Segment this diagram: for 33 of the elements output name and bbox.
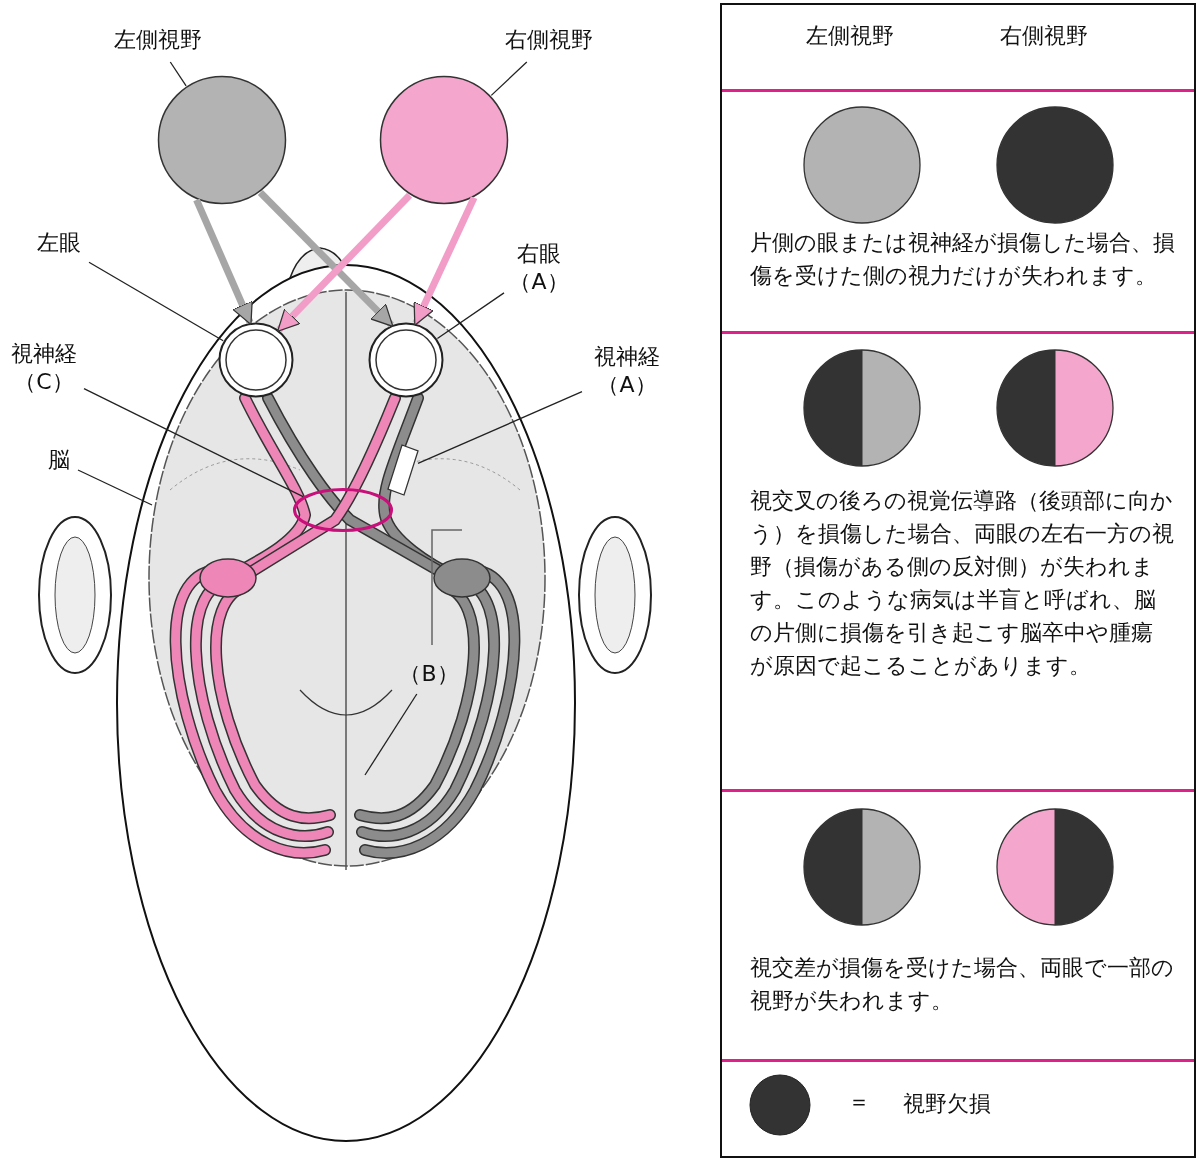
part-label: 脳	[44, 446, 74, 474]
leader-line	[77, 469, 153, 506]
arrow	[193, 198, 254, 326]
part-label: 視神経（C）	[8, 340, 80, 396]
equals-sign: ＝	[848, 1088, 871, 1116]
column-header: 左側視野	[806, 22, 895, 50]
part-label: 視神経（A）	[586, 343, 668, 399]
leader-line	[436, 292, 505, 340]
visual-field-circle	[379, 75, 509, 205]
eye-drawing	[218, 322, 294, 398]
leader-line	[490, 61, 528, 97]
eye-drawing	[368, 322, 444, 398]
marker-box	[388, 445, 418, 495]
visual-field-circle	[157, 75, 287, 205]
arrow	[257, 190, 394, 328]
leader-line	[83, 388, 304, 498]
arrow	[276, 192, 413, 333]
highlight-ellipse	[293, 488, 393, 532]
leader-line	[417, 391, 583, 465]
description-text: 片側の眼または視神経が損傷した場合、損傷を受けた側の視力だけが失われます。	[750, 229, 1175, 290]
leader-line	[364, 693, 418, 776]
field-label: 左側視野	[95, 26, 220, 54]
part-label: （B）	[398, 660, 460, 688]
part-label: 右眼（A）	[508, 240, 570, 296]
leader-line	[88, 261, 224, 342]
part-label: 左眼	[33, 229, 85, 257]
description-text: 視交差が損傷を受けた場合、両眼で一部の視野が失われます。	[750, 954, 1175, 1015]
leader-line	[169, 61, 187, 87]
description-text: 視交叉の後ろの視覚伝導路（後頭部に向かう）を損傷した場合、両眼の左右一方の視野（損傷がある側の反対側）が失われます。このような病気は半盲と呼ばれ、脳の片側に損傷を引き起こす脳卒中や腫瘍が原因で起こることがあります。	[750, 487, 1175, 680]
column-header: 右側視野	[1000, 22, 1089, 50]
arrow	[412, 196, 478, 326]
legend-label: 視野欠損	[903, 1090, 991, 1118]
field-label: 右側視野	[486, 26, 611, 54]
